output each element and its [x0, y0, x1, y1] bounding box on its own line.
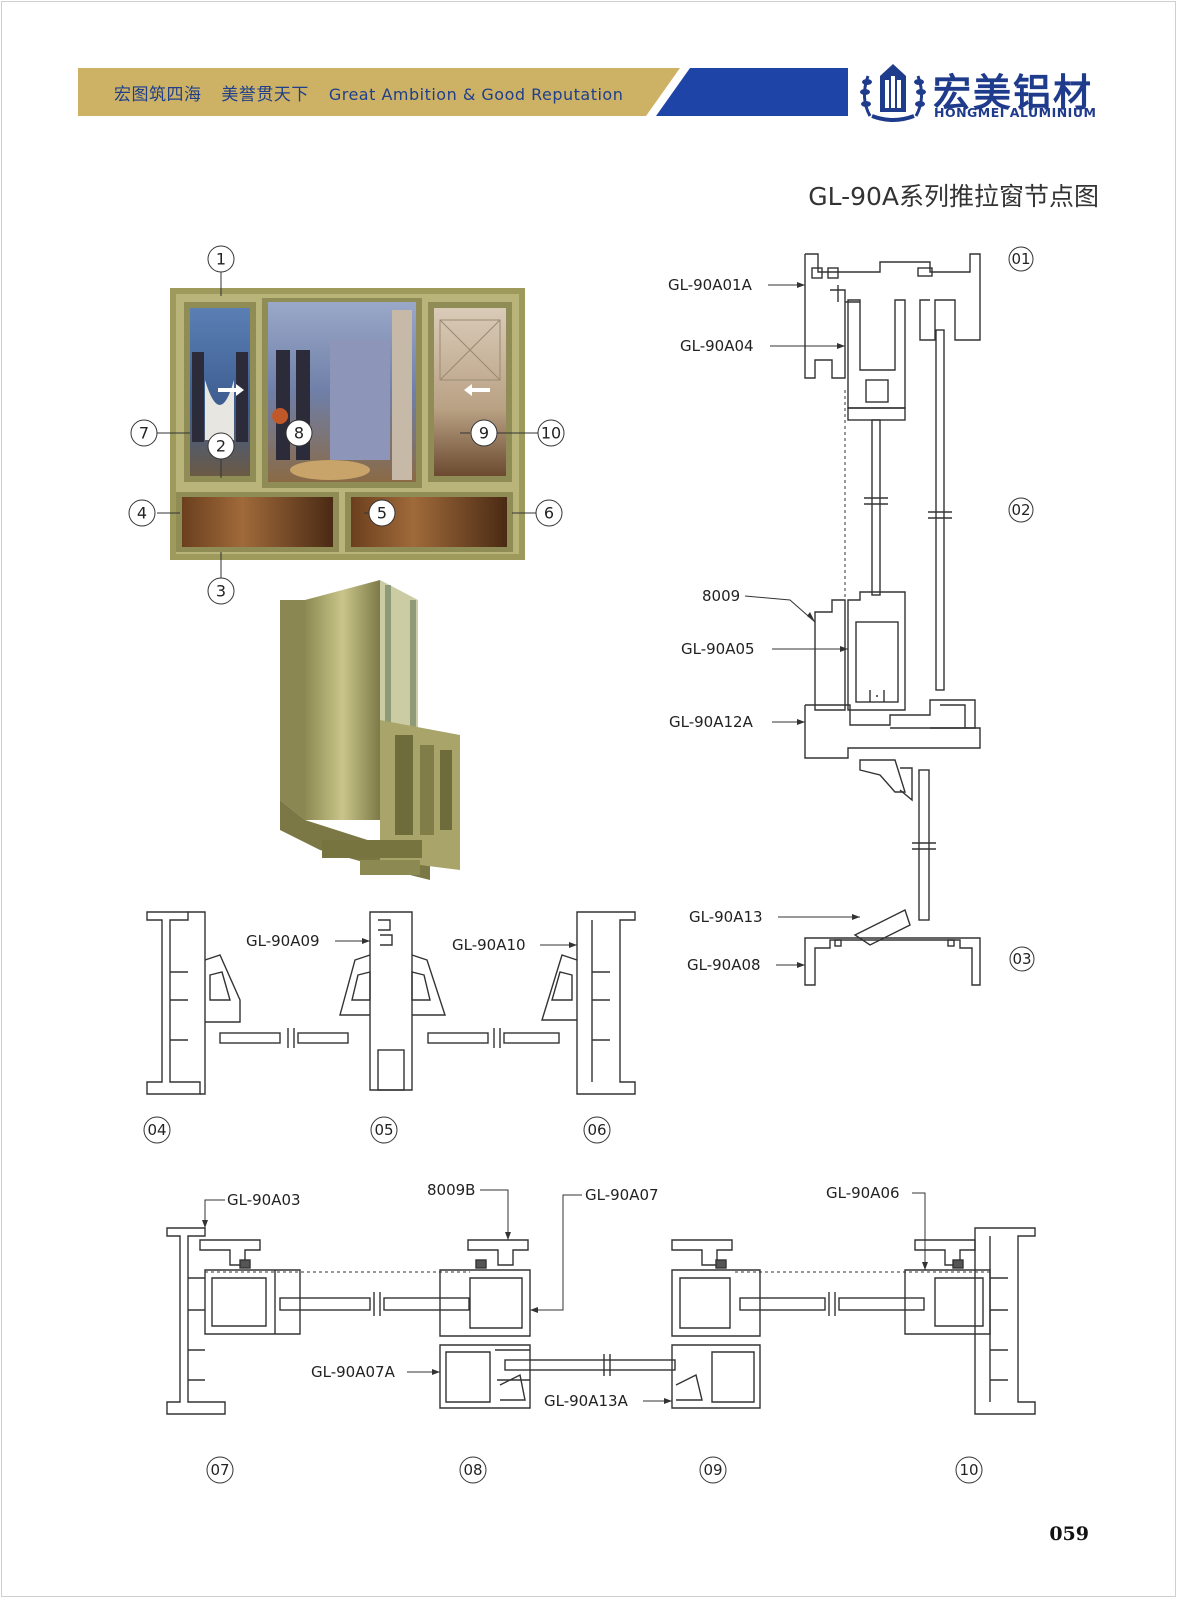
svg-text:3: 3 — [216, 582, 226, 601]
svg-text:6: 6 — [544, 504, 554, 523]
node-02: 02 — [1008, 497, 1034, 523]
part-gl-90a07a: GL-90A07A — [311, 1363, 396, 1381]
part-gl-90a04: GL-90A04 — [680, 337, 754, 355]
svg-text:02: 02 — [1011, 501, 1030, 519]
svg-text:10: 10 — [541, 424, 561, 443]
part-gl-90a01a: GL-90A01A — [668, 276, 753, 294]
svg-text:10: 10 — [959, 1461, 978, 1479]
slogan-cn-2: 美誉贯天下 — [221, 85, 309, 105]
callout-8: 8 — [285, 419, 313, 447]
svg-text:06: 06 — [587, 1121, 606, 1139]
banner-shapes — [78, 68, 848, 116]
callout-2: 2 — [207, 432, 235, 460]
banner-gold-band — [78, 68, 680, 116]
svg-text:08: 08 — [463, 1461, 482, 1479]
mid-section-labels: GL-90A09 GL-90A10 04 05 06 — [143, 932, 611, 1144]
part-gl-90a13a: GL-90A13A — [544, 1392, 629, 1410]
part-gl-90a06: GL-90A06 — [826, 1184, 900, 1202]
svg-text:9: 9 — [479, 424, 489, 443]
svg-text:4: 4 — [137, 504, 147, 523]
callout-10: 10 — [537, 419, 565, 447]
node-05: 05 — [370, 1116, 398, 1144]
callout-3: 3 — [207, 577, 235, 605]
svg-text:03: 03 — [1012, 950, 1031, 968]
svg-text:04: 04 — [147, 1121, 166, 1139]
part-gl-90a10: GL-90A10 — [452, 936, 526, 954]
brand-logo: 宏美铝材 HONGMEI ALUMINIUM — [858, 58, 1108, 124]
svg-text:05: 05 — [374, 1121, 393, 1139]
callout-9: 9 — [470, 419, 498, 447]
profile-3d-render — [280, 580, 460, 880]
part-gl-90a05: GL-90A05 — [681, 640, 755, 658]
node-10: 10 — [955, 1456, 983, 1484]
bottom-section-labels: GL-90A03 8009B GL-90A07 GL-90A06 GL-90A0… — [202, 1181, 983, 1484]
part-gl-90a09: GL-90A09 — [246, 932, 320, 950]
svg-text:09: 09 — [703, 1461, 722, 1479]
node-07: 07 — [206, 1456, 234, 1484]
svg-text:07: 07 — [210, 1461, 229, 1479]
node-01: 01 — [1008, 246, 1034, 272]
callout-7: 7 — [130, 419, 158, 447]
part-gl-90a12a: GL-90A12A — [669, 713, 754, 731]
part-8009b: 8009B — [427, 1181, 475, 1199]
svg-text:01: 01 — [1011, 250, 1030, 268]
node-08: 08 — [459, 1456, 487, 1484]
svg-text:5: 5 — [377, 504, 387, 523]
svg-text:1: 1 — [216, 250, 226, 269]
slogan: 宏图筑四海 美誉贯天下 Great Ambition & Good Reputa… — [114, 80, 637, 105]
vertical-section-labels: GL-90A01A GL-90A04 8009 GL-90A05 GL-90A1… — [668, 246, 1035, 974]
slogan-en: Great Ambition & Good Reputation — [328, 85, 624, 104]
photo-callouts: 1 2 3 4 5 6 7 8 9 10 — [128, 245, 565, 605]
page-number: 059 — [1049, 1523, 1089, 1545]
page-title: GL-90A系列推拉窗节点图 — [808, 182, 1099, 211]
node-03: 03 — [1009, 946, 1035, 972]
svg-text:7: 7 — [139, 424, 149, 443]
part-gl-90a13: GL-90A13 — [689, 908, 763, 926]
brand-name-cn: 宏美铝材 — [933, 71, 1094, 115]
vertical-section — [804, 253, 981, 986]
svg-text:8: 8 — [294, 424, 304, 443]
callout-5: 5 — [368, 499, 396, 527]
node-06: 06 — [583, 1116, 611, 1144]
part-8009: 8009 — [702, 587, 740, 605]
callout-4: 4 — [128, 499, 156, 527]
laurel-building-icon — [860, 64, 926, 122]
part-gl-90a03: GL-90A03 — [227, 1191, 301, 1209]
callout-1: 1 — [207, 245, 235, 273]
mid-section — [146, 911, 636, 1095]
svg-text:2: 2 — [216, 437, 226, 456]
brand-name-en: HONGMEI ALUMINIUM — [934, 105, 1097, 120]
bottom-section — [166, 1227, 1036, 1415]
node-09: 09 — [699, 1456, 727, 1484]
slogan-cn-1: 宏图筑四海 — [114, 85, 202, 105]
window-photo — [170, 288, 525, 560]
node-04: 04 — [143, 1116, 171, 1144]
part-gl-90a08: GL-90A08 — [687, 956, 761, 974]
part-gl-90a07: GL-90A07 — [585, 1186, 659, 1204]
callout-6: 6 — [535, 499, 563, 527]
banner-blue-band — [656, 68, 848, 116]
header-banner: 宏图筑四海 美誉贯天下 Great Ambition & Good Reputa… — [78, 68, 848, 116]
